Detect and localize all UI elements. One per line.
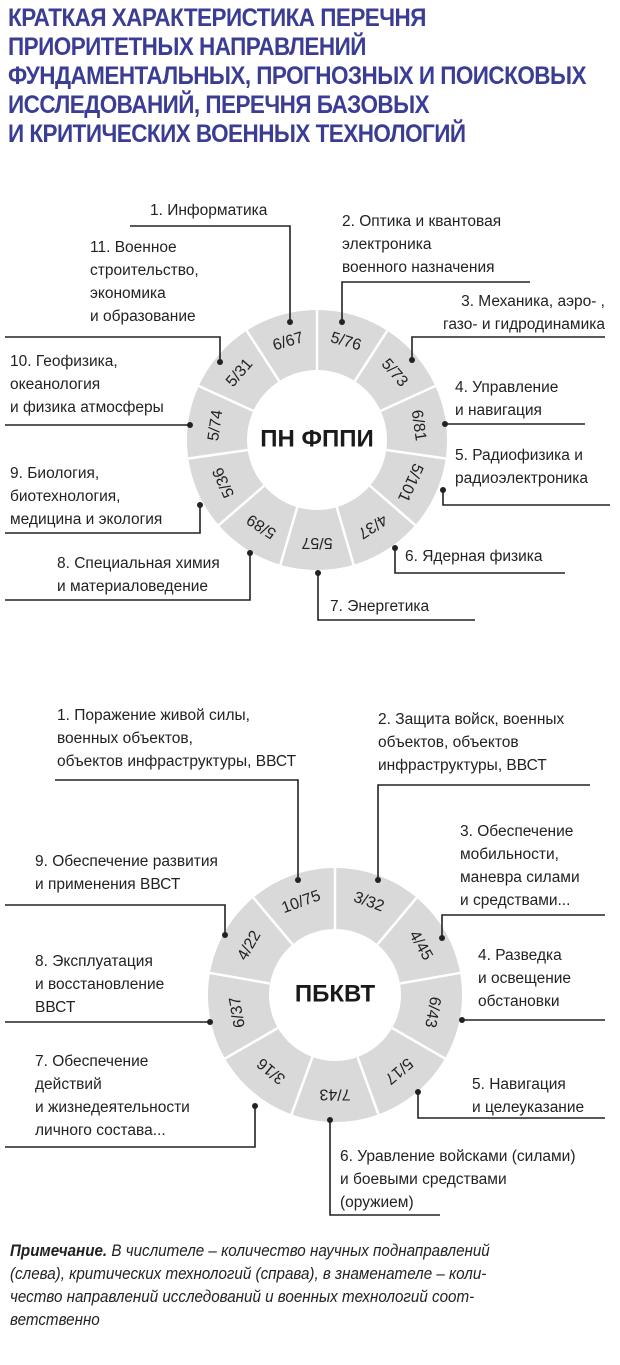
direction-label-3: 3. Механика, аэро- ,газо- и гидродинамик… [443, 293, 605, 333]
pbkvt-segment-value: 7/43 [319, 1085, 350, 1102]
pn-fppi-divider [386, 448, 446, 460]
direction-label-1: 1. Информатика [150, 202, 268, 219]
pn-fppi-divider [335, 506, 355, 566]
footnote-text: чество направлений исследований и военны… [10, 1288, 475, 1306]
pbkvt-segment-value: 6/43 [421, 995, 443, 1029]
leader-lines [5, 225, 610, 1216]
footnote-text: В числителе – количество научных поднапр… [107, 1242, 490, 1260]
pbkvt-divider [376, 896, 418, 946]
direction-label-9: 9. Биология,биотехнология,медицина и эко… [10, 465, 163, 528]
leader-dots [187, 319, 465, 1123]
direction-label-7: 7. Энергетика [330, 598, 430, 615]
pn-fppi-divider [188, 448, 248, 460]
pbkvt-divider [391, 1026, 446, 1060]
pbkvt-divider [252, 896, 294, 946]
pn-fppi-divider [217, 484, 265, 527]
pbkvt-divider [224, 1026, 279, 1060]
title-line: Краткая характеристика перечня [8, 4, 426, 32]
title-line: приоритетных направлений [8, 33, 366, 61]
pn-fppi-divider [353, 329, 389, 382]
title-line: фундаментальных, прогнозных и поисковых [8, 62, 587, 90]
footnote-label: Примечание. [10, 1242, 108, 1260]
title-line: и критических военных технологий [8, 120, 466, 148]
pn-fppi-divider [279, 506, 299, 566]
pbkvt-divider [399, 971, 461, 985]
pbkvt-segment-value: 6/37 [227, 995, 249, 1029]
footnote-text: (слева), критических технологий (справа)… [10, 1265, 487, 1283]
pbkvt-divider [209, 971, 271, 985]
pn-fppi-center-label: ПН ФППИ [260, 425, 373, 452]
footnote-text: ветственно [10, 1311, 100, 1329]
pn-fppi-divider [245, 329, 281, 382]
pbkvt-center-label: ПБКВТ [295, 980, 376, 1007]
pbkvt-divider [356, 1056, 380, 1115]
pn-fppi-segment-value: 5/57 [301, 534, 332, 551]
pbkvt-divider [290, 1056, 314, 1115]
pn-fppi-divider [369, 484, 417, 527]
technology-label-1: 1. Поражение живой силы,военных объектов… [57, 707, 297, 770]
pn-fppi-divider [198, 384, 254, 413]
footnote: Примечание. В числителе – количество нау… [10, 1240, 608, 1332]
title-line: исследований, перечня базовых [8, 91, 430, 119]
direction-label-6: 6. Ядерная физика [405, 548, 543, 565]
technology-label-6: 6. Уравление войсками (силами)и боевыми … [340, 1148, 576, 1211]
pn-fppi-segment-value: 6/81 [408, 409, 429, 442]
page-title: Краткая характеристика перечня приоритет… [8, 4, 587, 149]
pn-fppi-segment-value: 5/74 [205, 409, 226, 442]
pn-fppi-divider [380, 384, 436, 413]
